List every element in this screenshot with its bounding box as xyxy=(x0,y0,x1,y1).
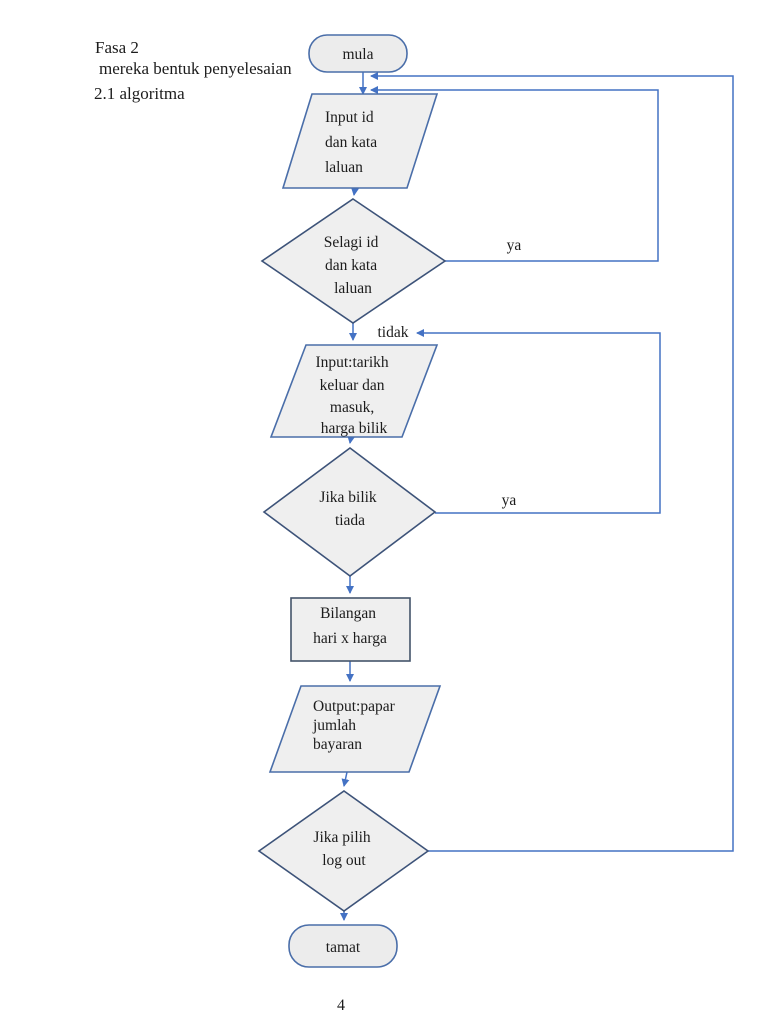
input-dates-shape xyxy=(269,344,439,438)
header-line-3: 2.1 algoritma xyxy=(94,84,185,103)
end-node: tamat xyxy=(288,924,398,968)
input-credentials-label: Input id dan kata laluan xyxy=(325,109,381,176)
edge-label-ya-credentials: ya xyxy=(507,237,522,254)
process-calc-shape xyxy=(290,597,411,662)
page-number: 4 xyxy=(337,997,345,1014)
end-node-shape xyxy=(288,924,398,968)
decision-room-shape xyxy=(262,447,437,577)
decision-credentials-shape xyxy=(260,198,447,324)
decision-credentials-node: Selagi id dan kata laluan xyxy=(260,198,447,324)
edge-credentials-ya-loop xyxy=(370,86,659,262)
start-node-label: mula xyxy=(343,46,374,63)
output-payment-shape xyxy=(268,685,442,773)
edge-label-ya-room: ya xyxy=(502,492,517,509)
start-node-shape xyxy=(308,34,408,73)
header-line-2: mereka bentuk penyelesaian xyxy=(99,59,292,78)
input-credentials-shape xyxy=(281,93,439,189)
output-payment-node: Output:papar jumlah bayaran xyxy=(268,685,442,773)
edge-logout-loop xyxy=(370,72,734,852)
start-node: mula xyxy=(308,34,408,73)
decision-room-label: Jika bilik tiada xyxy=(319,489,380,529)
edge-output-to-decision3 xyxy=(341,771,350,787)
edge-input-to-decision1 xyxy=(351,187,359,196)
decision-logout-node: Jika pilih log out xyxy=(257,790,430,912)
input-dates-node: Input:tarikh keluar dan masuk, harga bil… xyxy=(269,344,439,438)
edge-label-tidak: tidak xyxy=(378,324,409,341)
edge-input2-to-decision2 xyxy=(347,435,356,444)
input-credentials-node: Input id dan kata laluan xyxy=(281,93,439,189)
input-dates-label: Input:tarikh keluar dan masuk, harga bil… xyxy=(315,354,392,437)
decision-room-node: Jika bilik tiada xyxy=(262,447,437,577)
decision-credentials-label: Selagi id dan kata laluan xyxy=(324,234,383,297)
end-node-label: tamat xyxy=(326,939,361,956)
header-line-1: Fasa 2 xyxy=(95,38,139,57)
output-payment-label: Output:papar jumlah bayaran xyxy=(312,698,399,753)
process-calc-node: Bilangan hari x harga xyxy=(290,597,411,662)
edge-room-ya-loop xyxy=(416,329,661,514)
process-calc-label: Bilangan hari x harga xyxy=(313,605,387,647)
decision-logout-label: Jika pilih log out xyxy=(313,829,374,869)
decision-logout-shape xyxy=(257,790,430,912)
